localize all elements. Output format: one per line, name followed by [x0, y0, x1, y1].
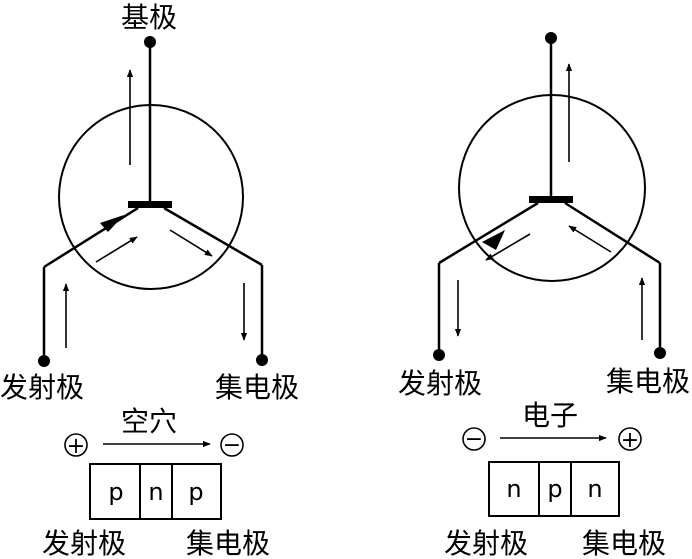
- npn-emitter-lead: [438, 201, 539, 265]
- pnp-layer-2: n: [148, 478, 163, 506]
- npn-layer-3: n: [587, 475, 602, 503]
- pnp-collector-terminal: [256, 354, 268, 366]
- pnp-emitter-terminal: [38, 355, 50, 367]
- npn-collector-terminal: [654, 347, 666, 359]
- npn-emitter-inner-arrow: [485, 233, 531, 261]
- npn-layer-2: p: [547, 475, 562, 503]
- npn-base-terminal: [545, 32, 557, 44]
- pnp-carrier-label: 空穴: [121, 405, 177, 438]
- npn-emitter-label: 发射极: [398, 367, 482, 400]
- pnp-positive-sign: [64, 433, 88, 457]
- pnp-collector-label: 集电极: [215, 371, 299, 404]
- pnp-collector-lead: [163, 206, 263, 267]
- pnp-bottom-emitter-label: 发射极: [42, 527, 126, 559]
- pnp-base-label: 基极: [121, 1, 177, 34]
- npn-bottom-emitter-label: 发射极: [444, 527, 528, 559]
- pnp-negative-sign: [220, 433, 244, 457]
- npn-emitter-arrow: [482, 230, 505, 250]
- npn-carrier-label: 电子: [522, 399, 578, 432]
- npn-collector-inner-arrow: [568, 225, 612, 253]
- npn-emitter-terminal: [433, 349, 445, 361]
- pnp-emitter-arrow: [100, 215, 124, 232]
- npn-layer-box: [488, 461, 620, 517]
- npn-positive-sign: [618, 427, 642, 451]
- npn-bottom-collector-label: 集电极: [582, 527, 666, 559]
- npn-base-bar: [529, 196, 573, 203]
- npn-negative-sign: [462, 427, 486, 451]
- npn-collector-label: 集电极: [606, 365, 690, 398]
- pnp-layer-3: p: [188, 478, 203, 506]
- npn-negative-sign-glyph: −: [465, 427, 483, 452]
- pnp-negative-sign-glyph: −: [223, 433, 241, 458]
- pnp-layer-1: p: [108, 478, 123, 506]
- pnp-bottom-collector-label: 集电极: [186, 527, 270, 559]
- npn-positive-sign-glyph: +: [621, 428, 639, 453]
- pnp-emitter-inner-arrow: [95, 236, 138, 263]
- npn-layer-1: n: [506, 475, 521, 503]
- pnp-collector-inner-arrow: [169, 229, 213, 257]
- pnp-base-bar: [128, 201, 172, 208]
- npn-collector-lead: [564, 201, 661, 265]
- pnp-emitter-label: 发射极: [0, 371, 84, 404]
- pnp-layer-box: [89, 463, 222, 520]
- npn-transistor: 发射极 集电极 − 电子 + n p n 发射极 集电极: [398, 32, 690, 559]
- pnp-base-terminal: [144, 36, 156, 48]
- pnp-emitter-lead: [43, 206, 139, 269]
- pnp-transistor: 基极 发射极 集电极 + 空穴 − p n p 发射极 集电极: [0, 1, 299, 559]
- pnp-positive-sign-glyph: +: [67, 434, 85, 459]
